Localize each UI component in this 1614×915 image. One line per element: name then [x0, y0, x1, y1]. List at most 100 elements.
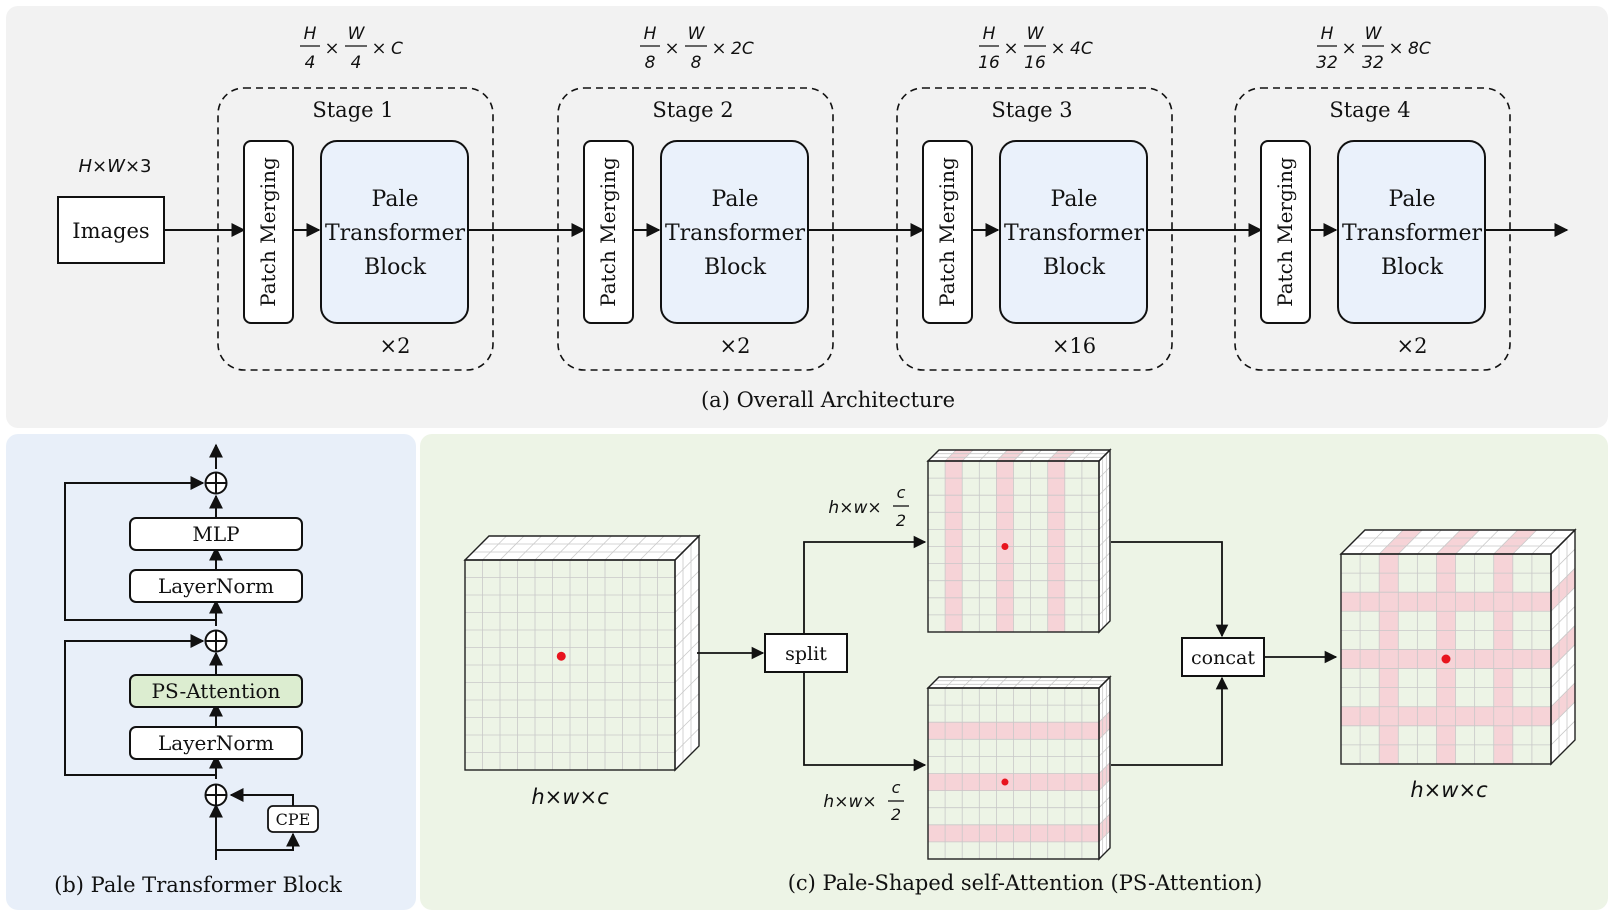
- query-point-dot: [556, 651, 566, 661]
- svg-text:H: H: [644, 24, 657, 44]
- panel-a-caption: (a) Overall Architecture: [701, 388, 955, 412]
- svg-text:×: ×: [324, 38, 339, 59]
- patch-merging-box: [243, 140, 294, 324]
- query-point-dot: [1001, 543, 1009, 550]
- half-top-dimension: h×w× c 2: [828, 483, 909, 530]
- svg-text:4: 4: [305, 53, 316, 73]
- stage-name: Stage 2: [652, 98, 733, 122]
- block-label-line-1: Pale: [1051, 187, 1098, 212]
- mlp-box: [129, 517, 303, 551]
- concat-box: [1181, 637, 1265, 677]
- svg-text:×: ×: [371, 38, 386, 59]
- svg-text:h×w×: h×w×: [823, 792, 876, 812]
- horizontal-pale-cube: [926, 675, 1112, 861]
- svg-text:×: ×: [1003, 38, 1018, 59]
- patch-merging-label: Patch Merging: [596, 157, 620, 307]
- svg-text:×: ×: [1341, 38, 1356, 59]
- ps-attention-label: PS-Attention: [152, 679, 281, 703]
- pale-transformer-block-box: [660, 140, 809, 324]
- ps-attention-box: [129, 674, 303, 708]
- pale-transformer-block-box: [999, 140, 1148, 324]
- svg-text:H: H: [1321, 24, 1334, 44]
- svg-text:W: W: [1027, 24, 1045, 44]
- svg-text:32: 32: [1316, 53, 1338, 73]
- stage-name: Stage 3: [991, 98, 1072, 122]
- svg-text:c: c: [897, 483, 906, 502]
- svg-text:W: W: [1365, 24, 1383, 44]
- input-feature-cube: [463, 534, 701, 772]
- stage-dimension: H4×W4×C: [300, 24, 403, 73]
- svg-text:h×w×: h×w×: [828, 498, 881, 518]
- svg-text:×: ×: [1388, 38, 1403, 59]
- svg-text:W: W: [348, 24, 366, 44]
- concat-label: concat: [1191, 647, 1255, 669]
- block-label-line-1: Pale: [372, 187, 419, 212]
- pale-transformer-block-box: [320, 140, 469, 324]
- add-node-bottom: [204, 783, 228, 807]
- stage-dimension: H32×W32×8C: [1316, 24, 1431, 73]
- patch-merging-label: Patch Merging: [256, 157, 280, 307]
- query-point-dot: [1001, 778, 1009, 786]
- repeat-count: ×16: [1052, 334, 1096, 358]
- panel-b-caption: (b) Pale Transformer Block: [54, 873, 342, 897]
- repeat-count: ×2: [1397, 334, 1428, 358]
- svg-text:2: 2: [896, 511, 906, 530]
- stage-dimension: H16×W16×4C: [978, 24, 1093, 73]
- svg-text:8C: 8C: [1408, 39, 1431, 59]
- svg-text:16: 16: [978, 53, 1000, 73]
- input-dimension: H×W×3: [79, 156, 152, 177]
- output-pale-cube: [1339, 528, 1577, 766]
- add-node-top: [204, 471, 228, 495]
- split-label: split: [785, 643, 827, 665]
- repeat-count: ×2: [380, 334, 411, 358]
- panel-c-background: [420, 434, 1608, 910]
- patch-merging-box: [583, 140, 634, 324]
- add-node-middle: [204, 629, 228, 653]
- patch-merging-box: [922, 140, 973, 324]
- block-label-line-3: Block: [1381, 255, 1444, 280]
- patch-merging-label: Patch Merging: [935, 157, 959, 307]
- input-tensor-dimension: h×w×c: [531, 785, 609, 809]
- panel-b-background: [6, 434, 416, 910]
- patch-merging-box: [1260, 140, 1311, 324]
- block-label-line-1: Pale: [1389, 187, 1436, 212]
- repeat-count: ×2: [720, 334, 751, 358]
- patch-merging-label: Patch Merging: [1273, 157, 1297, 307]
- svg-text:×: ×: [711, 38, 726, 59]
- layernorm-top-label: LayerNorm: [158, 574, 274, 598]
- half-bottom-dimension: h×w× c 2: [823, 778, 904, 824]
- svg-text:4: 4: [351, 53, 362, 73]
- block-label-line-2: Transformer: [665, 221, 806, 246]
- svg-text:2C: 2C: [731, 39, 754, 59]
- svg-text:H: H: [983, 24, 996, 44]
- svg-text:32: 32: [1362, 53, 1384, 73]
- layernorm-top-box: [129, 569, 303, 603]
- block-label-line-3: Block: [704, 255, 767, 280]
- block-label-line-3: Block: [1043, 255, 1106, 280]
- panel-c: split concat h×w×c h×w×c h×w× c 2 h×w× c…: [463, 448, 1577, 895]
- query-point-dot: [1441, 654, 1451, 664]
- pale-transformer-block-box: [1337, 140, 1486, 324]
- panel-c-caption: (c) Pale-Shaped self-Attention (PS-Atten…: [788, 871, 1263, 895]
- svg-text:8: 8: [645, 53, 656, 73]
- svg-text:2: 2: [891, 805, 901, 824]
- mlp-label: MLP: [192, 522, 239, 546]
- stage-name: Stage 4: [1329, 98, 1410, 122]
- svg-text:16: 16: [1024, 53, 1046, 73]
- cpe-label: CPE: [276, 810, 311, 829]
- svg-text:W: W: [688, 24, 706, 44]
- svg-text:8: 8: [691, 53, 702, 73]
- block-label-line-1: Pale: [712, 187, 759, 212]
- images-label: Images: [72, 219, 149, 243]
- svg-text:×: ×: [664, 38, 679, 59]
- vertical-pale-cube: [926, 448, 1112, 634]
- layernorm-bottom-label: LayerNorm: [158, 731, 274, 755]
- svg-text:×: ×: [1050, 38, 1065, 59]
- cpe-box: [267, 805, 319, 833]
- stage-dimension: H8×W8×2C: [640, 24, 754, 73]
